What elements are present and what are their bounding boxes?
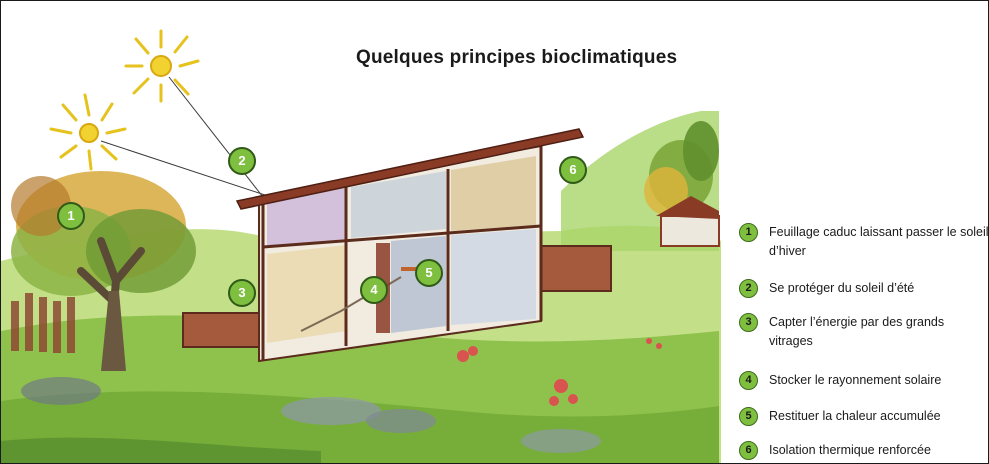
- summer-sun-ray: [168, 76, 264, 198]
- legend-item-2: 2 Se protéger du soleil d’été: [739, 279, 988, 298]
- marker-4: 4: [360, 276, 388, 304]
- marker-1: 1: [57, 202, 85, 230]
- legend-number: 4: [739, 371, 758, 390]
- legend-item-6: 6 Isolation thermique renforcée: [739, 441, 988, 460]
- legend-number: 6: [739, 441, 758, 460]
- summer-sun-icon: [124, 29, 200, 103]
- garden-fence: [11, 293, 75, 353]
- marker-2: 2: [228, 147, 256, 175]
- legend-number: 1: [739, 223, 758, 242]
- winter-sun-icon: [49, 93, 127, 171]
- legend-number: 2: [739, 279, 758, 298]
- legend-item-3: 3 Capter l’énergie par des grands vitrag…: [739, 313, 988, 351]
- deciduous-tree: [11, 171, 196, 371]
- background-trees: [644, 121, 720, 247]
- legend-text: Restituer la chaleur accumulée: [769, 409, 941, 423]
- legend-number: 5: [739, 407, 758, 426]
- legend-text: Stocker le rayonnement solaire: [769, 373, 942, 387]
- marker-3: 3: [228, 279, 256, 307]
- legend-item-1: 1 Feuillage caduc laissant passer le sol…: [739, 223, 989, 261]
- legend-item-5: 5 Restituer la chaleur accumulée: [739, 407, 988, 426]
- diagram-title: Quelques principes bioclimatiques: [356, 47, 678, 68]
- legend-text: Feuillage caduc laissant passer le solei…: [769, 225, 989, 258]
- marker-6: 6: [559, 156, 587, 184]
- legend-text: Capter l’énergie par des grands vitrages: [769, 315, 945, 348]
- legend-item-4: 4 Stocker le rayonnement solaire: [739, 371, 988, 390]
- legend-text: Isolation thermique renforcée: [769, 443, 931, 457]
- foreground-garden: [1, 338, 662, 463]
- marker-5: 5: [415, 259, 443, 287]
- legend-number: 3: [739, 313, 758, 332]
- bioclimatic-house: [182, 128, 612, 363]
- legend-text: Se protéger du soleil d’été: [769, 281, 915, 295]
- winter-sun-ray: [100, 140, 272, 198]
